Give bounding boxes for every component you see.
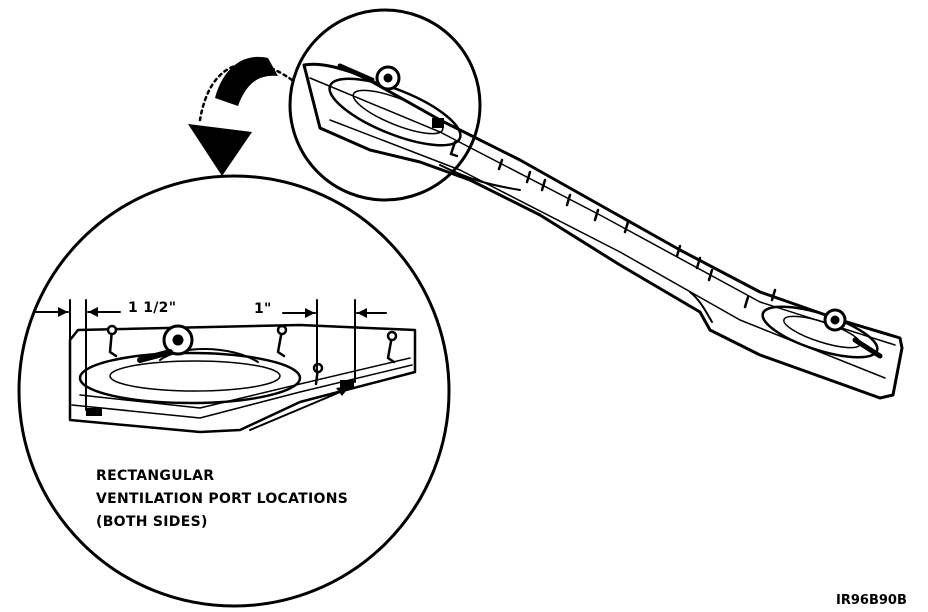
vent-port-right: [340, 380, 354, 388]
detail-view-circle: [17, 174, 451, 608]
dimension-label-one-inch: 1": [254, 301, 272, 317]
caption-line-3: (BOTH SIDES): [96, 514, 208, 530]
caption-line-2: VENTILATION PORT LOCATIONS: [96, 491, 349, 507]
caption-leader: [249, 389, 346, 431]
callout-caption: RECTANGULAR VENTILATION PORT LOCATIONS (…: [96, 468, 348, 537]
magnify-arrow: [188, 56, 294, 176]
vent-port-left: [86, 408, 102, 416]
lower-port: [761, 305, 879, 359]
rail-body: [302, 62, 904, 400]
enlarged-port: [78, 351, 302, 405]
rail-assembly: [302, 62, 904, 400]
dimension-label-one-and-half-inch: 1 1/2": [128, 300, 177, 316]
dimension-lines: [35, 299, 387, 411]
caption-line-1: RECTANGULAR: [96, 468, 215, 484]
figure-id: IR96B90B: [836, 593, 907, 608]
detail-source-circle: [288, 8, 482, 202]
upper-port: [328, 77, 462, 147]
enlarged-rail-section: [68, 323, 417, 434]
rail-fasteners: [449, 140, 777, 309]
